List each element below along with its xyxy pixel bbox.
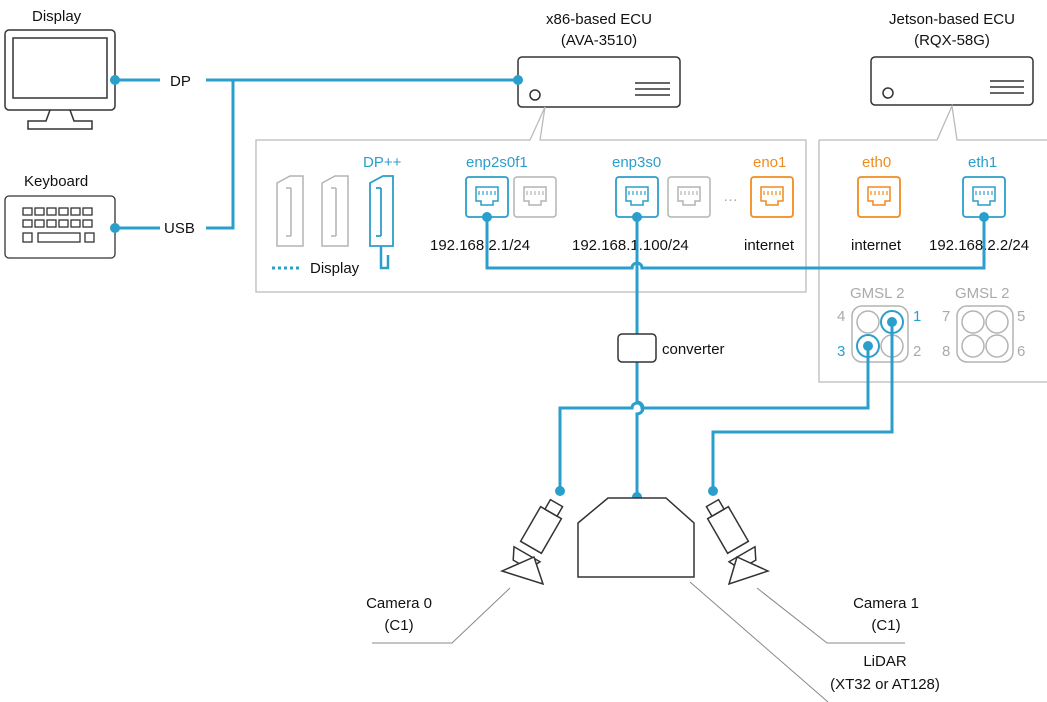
keyboard-icon bbox=[4, 195, 116, 259]
eth1-label: eth1 bbox=[968, 154, 997, 171]
ethernet-port-icon bbox=[513, 176, 557, 218]
connection-wires bbox=[115, 78, 986, 497]
dp-port-active-icon bbox=[369, 175, 394, 247]
ethernet-port-icon bbox=[615, 176, 659, 218]
eth0-ip: internet bbox=[851, 237, 902, 254]
camera-1-model: (C1) bbox=[871, 617, 900, 634]
connection-dots bbox=[110, 75, 989, 502]
camera-1-icon bbox=[705, 498, 771, 586]
x86-ecu-title: x86-based ECU bbox=[546, 11, 652, 28]
display-label: Display bbox=[32, 8, 82, 25]
camera-0-icon bbox=[499, 498, 564, 586]
gmsl-a-label: GMSL 2 bbox=[850, 285, 904, 302]
usb-connection-label: USB bbox=[164, 220, 195, 237]
display-legend-label: Display bbox=[310, 260, 360, 277]
dp-port-icon bbox=[321, 175, 349, 247]
lidar-model: (XT32 or AT128) bbox=[830, 676, 940, 693]
camera-0-model: (C1) bbox=[384, 617, 413, 634]
ethernet-port-icon bbox=[750, 176, 794, 218]
eth1-ip: 192.168.2.2/24 bbox=[929, 237, 1029, 254]
converter-label: converter bbox=[662, 341, 725, 358]
eno1-ip: internet bbox=[744, 237, 795, 254]
gmsl-a-port-1: 1 bbox=[913, 308, 921, 325]
gmsl-connector-b bbox=[956, 305, 1014, 363]
jetson-ecu-model: (RQX-58G) bbox=[914, 32, 990, 49]
x86-ecu-box bbox=[517, 56, 681, 108]
dp-port-icon bbox=[276, 175, 304, 247]
gmsl-a-port-2: 2 bbox=[913, 343, 921, 360]
lidar-name: LiDAR bbox=[863, 653, 907, 670]
jetson-ecu-box bbox=[870, 56, 1034, 106]
ethernet-port-icon bbox=[465, 176, 509, 218]
camera-0-name: Camera 0 bbox=[366, 595, 432, 612]
gmsl-a-port-3: 3 bbox=[837, 343, 845, 360]
enp3s0-label: enp3s0 bbox=[612, 154, 661, 171]
gmsl-b-label: GMSL 2 bbox=[955, 285, 1009, 302]
enp2s0f1-label: enp2s0f1 bbox=[466, 154, 528, 171]
gmsl-b-port-5: 5 bbox=[1017, 308, 1025, 325]
camera-1-name: Camera 1 bbox=[853, 595, 919, 612]
display-monitor-icon bbox=[4, 29, 116, 130]
lidar-icon bbox=[577, 497, 695, 578]
jetson-ecu-title: Jetson-based ECU bbox=[889, 11, 1015, 28]
eno1-label: eno1 bbox=[753, 154, 786, 171]
dp-port-label: DP++ bbox=[363, 154, 402, 171]
ethernet-port-icon bbox=[962, 176, 1006, 218]
dp-connection-label: DP bbox=[170, 73, 191, 90]
leader-lines bbox=[372, 581, 905, 702]
keyboard-label: Keyboard bbox=[24, 173, 88, 190]
converter-box bbox=[617, 333, 657, 363]
gmsl-b-port-6: 6 bbox=[1017, 343, 1025, 360]
gmsl-b-port-7: 7 bbox=[942, 308, 950, 325]
enp2s0f1-ip: 192.168.2.1/24 bbox=[430, 237, 530, 254]
ethernet-port-icon bbox=[857, 176, 901, 218]
x86-ecu-model: (AVA-3510) bbox=[561, 32, 637, 49]
eth0-label: eth0 bbox=[862, 154, 891, 171]
gmsl-a-port-4: 4 bbox=[837, 308, 845, 325]
gmsl-b-port-8: 8 bbox=[942, 343, 950, 360]
ethernet-port-icon bbox=[667, 176, 711, 218]
more-ports-ellipsis: … bbox=[723, 188, 738, 205]
jetson-io-panel bbox=[818, 103, 1047, 383]
enp3s0-ip: 192.168.1.100/24 bbox=[572, 237, 689, 254]
